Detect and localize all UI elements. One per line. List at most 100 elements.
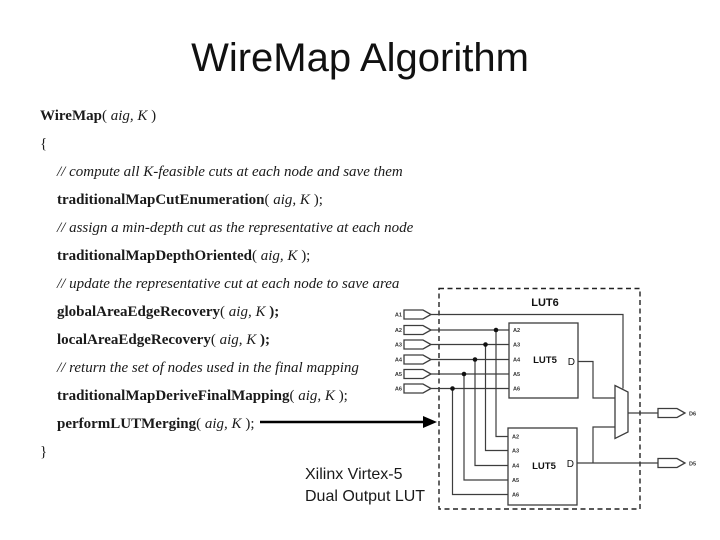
code-segment: traditionalMapCutEnumeration <box>57 192 265 208</box>
code-line: traditionalMapCutEnumeration( aig, K ); <box>40 186 413 214</box>
wire-a3-branch <box>484 344 508 452</box>
code-line: traditionalMapDepthOriented( aig, K ); <box>40 242 413 270</box>
output-label-d6: D6 <box>689 412 696 418</box>
code-segment: // return the set of nodes used in the f… <box>57 360 359 376</box>
code-segment: aig, K <box>228 304 266 320</box>
arrowhead-icon <box>423 416 437 428</box>
lut5-top-in-a4: A4 <box>513 358 521 364</box>
output-label-d5: D5 <box>689 462 696 468</box>
code-segment: // update the representative cut at each… <box>57 276 400 292</box>
input-label-a4: A4 <box>395 358 403 364</box>
pseudocode: WireMap( aig, K ){// compute all K-feasi… <box>40 102 413 466</box>
code-line: globalAreaEdgeRecovery( aig, K ); <box>40 298 413 326</box>
slide-title: WireMap Algorithm <box>191 36 529 80</box>
code-segment: ); <box>265 304 280 320</box>
code-line: // return the set of nodes used in the f… <box>40 354 413 382</box>
output-pins: D6 D5 <box>657 407 696 469</box>
input-pin-a2 <box>403 324 433 336</box>
code-segment: ( <box>210 332 220 348</box>
input-pin-a5 <box>403 368 433 380</box>
wire-mux-lower-input <box>592 426 615 463</box>
lut6-boundary <box>438 287 641 510</box>
code-segment: ); <box>256 332 271 348</box>
lut5-bottom-d-label: D <box>567 459 574 470</box>
code-segment: ); <box>241 416 255 432</box>
lut5-top: A2 A3 A4 A5 A6 LUT5 D <box>508 322 579 399</box>
code-segment: // assign a min-depth cut as the represe… <box>57 220 414 236</box>
lut6-label: LUT6 <box>531 297 559 309</box>
code-segment: ); <box>297 248 311 264</box>
lut5-top-label: LUT5 <box>533 355 557 366</box>
arrow <box>260 416 437 428</box>
code-line: { <box>40 130 413 158</box>
lut5-top-box <box>508 322 579 399</box>
lut5-bottom-in-a2: A2 <box>512 435 519 441</box>
input-pin-a4 <box>403 354 433 365</box>
circuit-caption: Xilinx Virtex-5 Dual Output LUT <box>305 464 425 508</box>
code-segment: traditionalMapDepthOriented <box>57 248 252 264</box>
input-label-a3: A3 <box>395 343 402 349</box>
input-label-a1: A1 <box>395 313 402 319</box>
code-segment: traditionalMapDeriveFinalMapping <box>57 388 290 404</box>
wire-a1-select <box>431 313 624 389</box>
code-segment: ( <box>264 192 274 208</box>
junction-dot <box>472 357 478 362</box>
lut5-bottom-in-a5: A5 <box>512 478 519 484</box>
code-segment: ( <box>101 108 111 124</box>
wire-a6-branch <box>451 388 508 496</box>
output-pin-d5 <box>657 457 687 469</box>
code-segment: aig, K <box>260 248 298 264</box>
input-pin-a3 <box>403 339 433 350</box>
mux-shape <box>614 384 629 440</box>
caption-line-1: Xilinx Virtex-5 <box>305 466 403 483</box>
code-segment: ); <box>334 388 348 404</box>
code-segment: ( <box>220 304 229 320</box>
lut5-top-in-a5: A5 <box>513 372 520 378</box>
internal-wires <box>577 360 658 464</box>
code-segment: localAreaEdgeRecovery <box>57 332 211 348</box>
code-segment: // compute all K-feasible cuts at each n… <box>57 164 403 180</box>
code-segment: ( <box>252 248 261 264</box>
output-pin-d6 <box>657 407 687 419</box>
code-segment: ( <box>196 416 205 432</box>
input-wires <box>431 313 624 496</box>
lut5-top-d-label: D <box>568 357 575 368</box>
code-segment: aig, K <box>110 108 148 124</box>
code-line: localAreaEdgeRecovery( aig, K ); <box>40 326 413 354</box>
input-label-a2: A2 <box>395 328 402 334</box>
junction-dot <box>493 327 499 333</box>
lut5-bottom-in-a6: A6 <box>512 493 519 499</box>
code-line: // update the representative cut at each… <box>40 270 413 298</box>
lut5-bottom: A2 A3 A4 A5 A6 LUT5 D <box>507 427 578 506</box>
code-segment: globalAreaEdgeRecovery <box>57 304 221 320</box>
junction-dot <box>483 342 488 347</box>
lut5-bottom-label: LUT5 <box>532 461 556 472</box>
code-segment: aig, K <box>204 416 242 432</box>
code-segment: WireMap <box>40 108 102 124</box>
wire-a2-branch <box>495 330 508 438</box>
code-segment: ) <box>147 108 157 124</box>
input-pins: A1 A2 A3 A4 A5 A6 <box>395 309 433 394</box>
code-line: traditionalMapDeriveFinalMapping( aig, K… <box>40 382 413 410</box>
junction-dot <box>450 386 455 391</box>
code-segment: aig, K <box>219 332 257 348</box>
code-segment: aig, K <box>298 388 335 404</box>
lut5-bottom-in-a3: A3 <box>512 449 519 455</box>
code-line: WireMap( aig, K ) <box>40 102 413 130</box>
input-label-a5: A5 <box>395 372 402 378</box>
code-segment: ); <box>309 192 323 208</box>
code-line: // assign a min-depth cut as the represe… <box>40 214 413 242</box>
lut5-top-in-a3: A3 <box>513 343 520 349</box>
wire-a5-branch <box>463 374 508 481</box>
code-segment: { <box>40 136 48 152</box>
code-segment: ( <box>289 388 299 404</box>
lut5-bottom-in-a4: A4 <box>512 464 520 470</box>
code-segment: aig, K <box>273 192 310 208</box>
wire-lut-top-d <box>578 360 615 399</box>
code-segment: } <box>40 444 48 460</box>
wire-a4-branch <box>474 359 508 467</box>
code-segment: performLUTMerging <box>57 416 197 432</box>
code-line: // compute all K-feasible cuts at each n… <box>40 158 413 186</box>
